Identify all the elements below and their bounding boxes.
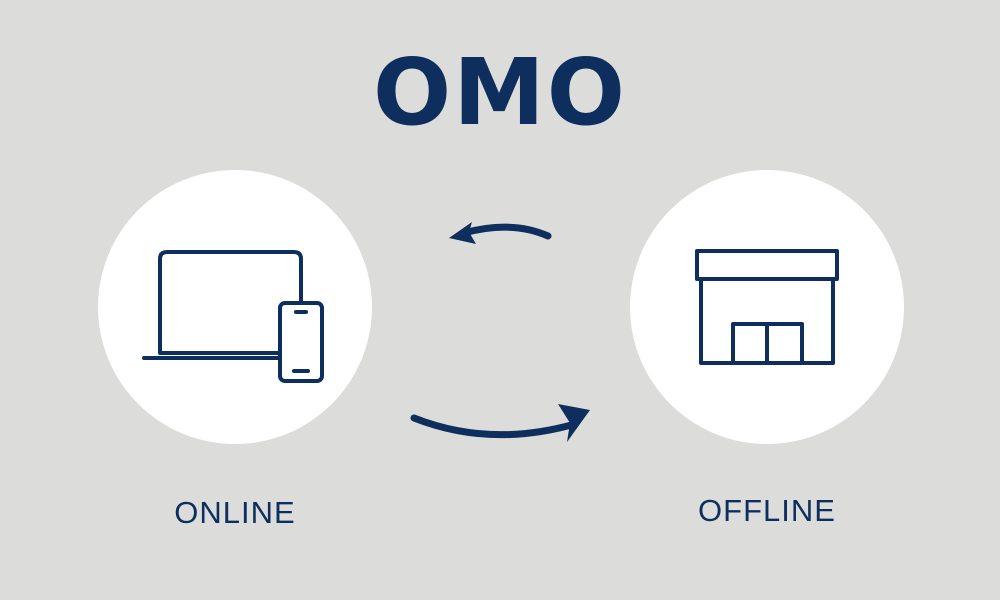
offline-label: OFFLINE xyxy=(698,493,836,528)
diagram-title: OMO xyxy=(373,39,627,146)
online-circle xyxy=(98,170,372,444)
online-label: ONLINE xyxy=(174,495,296,530)
arrow-online-to-offline xyxy=(410,404,590,442)
offline-circle xyxy=(630,170,904,444)
laptop-and-smartphone-icon xyxy=(142,250,324,383)
arrow-offline-to-online xyxy=(449,222,552,244)
storefront-icon xyxy=(695,249,839,365)
